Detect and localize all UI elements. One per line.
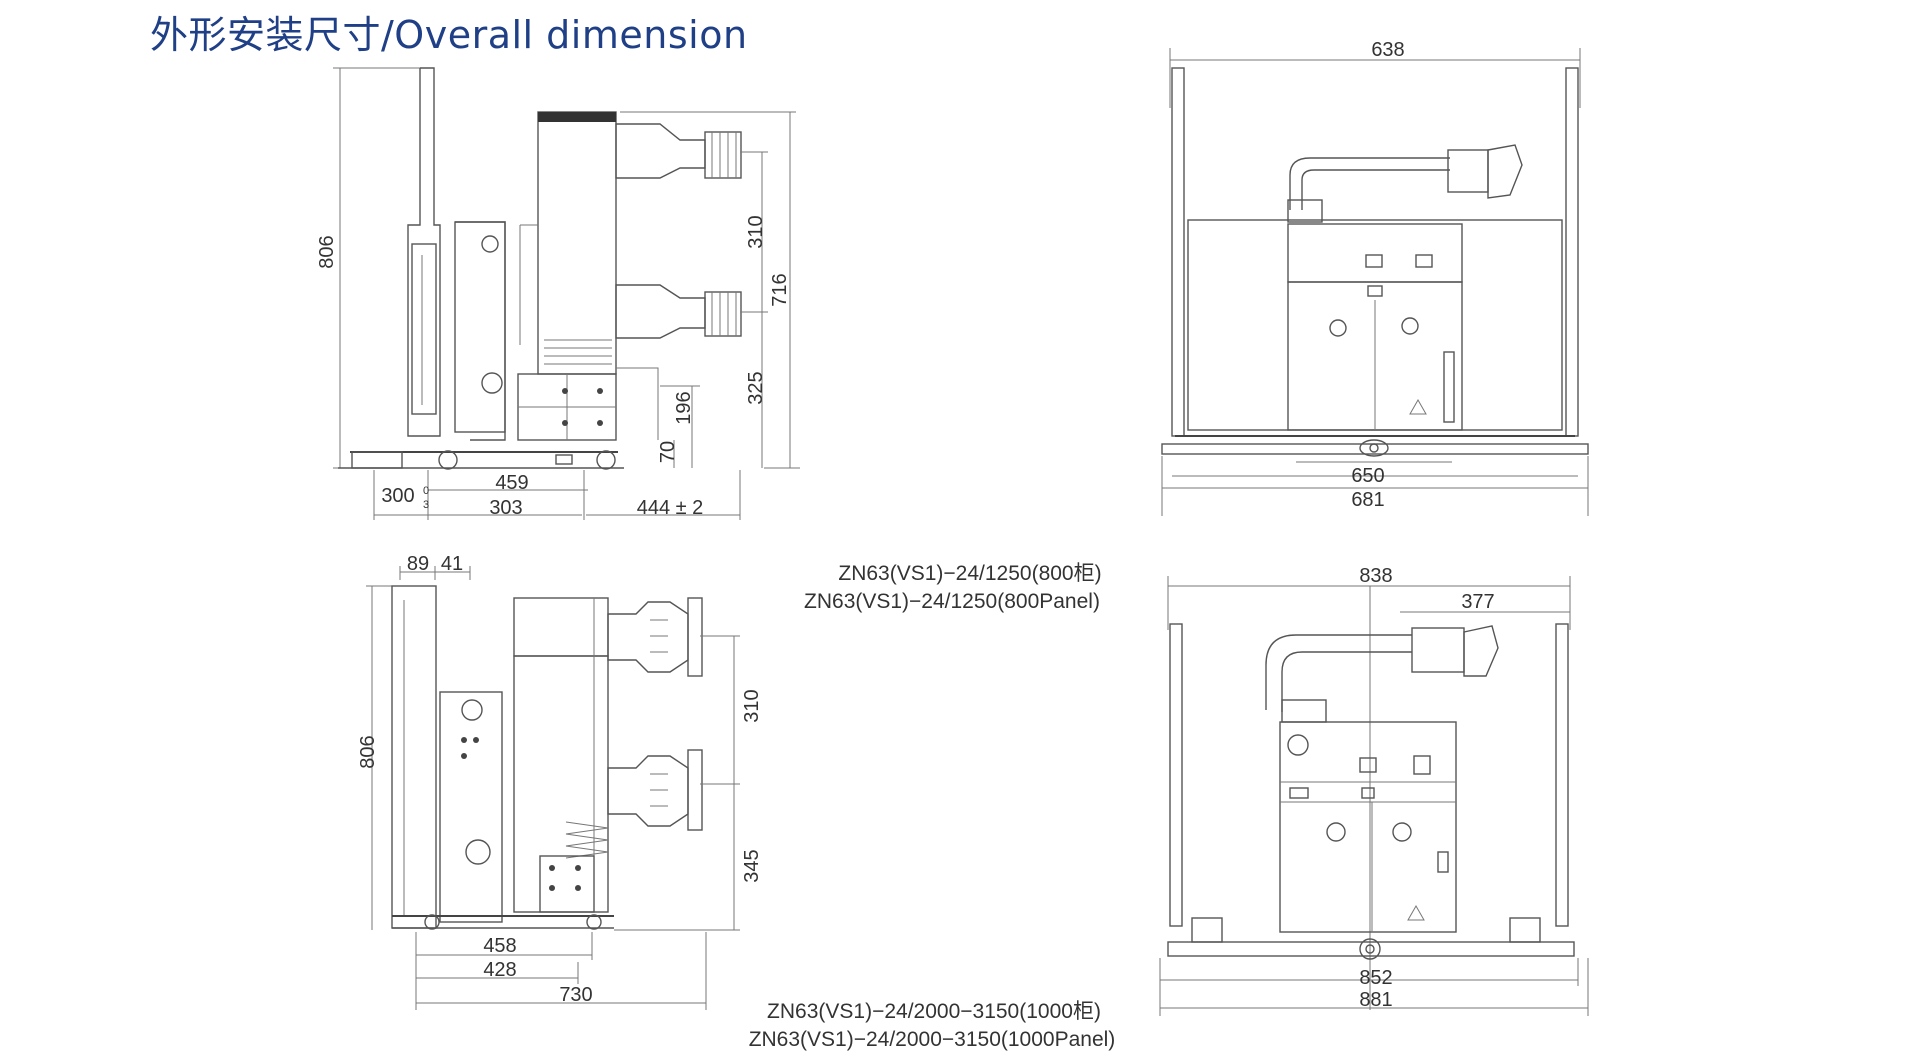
side-view-1000: 89 41 806 310 345 458 428 730 <box>357 553 763 1010</box>
dim-300-tol-upper: 0 <box>423 485 429 497</box>
caption-1000-cn: ZN63(VS1)−24/2000−3150(1000柜) <box>767 1000 1101 1023</box>
dim-459-top-left: 459 <box>495 472 528 494</box>
dim-303-top-left: 303 <box>489 497 522 519</box>
page-title: 外形安装尺寸/Overall dimension <box>150 13 748 57</box>
dim-300-tol-lower: 3 <box>423 499 429 511</box>
front-view-1000: 838 377 852 881 <box>1159 565 1589 1016</box>
caption-800-en: ZN63(VS1)−24/1250(800Panel) <box>804 590 1100 613</box>
dim-681-top-right: 681 <box>1351 489 1384 511</box>
dim-428-bottom-left: 428 <box>483 959 516 981</box>
dim-716-top-left: 716 <box>769 273 791 306</box>
caption-1000-en: ZN63(VS1)−24/2000−3150(1000Panel) <box>749 1028 1116 1051</box>
dim-310-bottom-left: 310 <box>741 689 763 722</box>
dim-70-top-left: 70 <box>657 441 679 463</box>
dim-806-bottom-left: 806 <box>357 735 379 768</box>
dim-310-top-left: 310 <box>745 215 767 248</box>
dim-806-top-left: 806 <box>316 235 338 268</box>
dim-325-top-left: 325 <box>745 371 767 404</box>
dim-41-bottom-left: 41 <box>441 553 463 575</box>
dim-638-top-right: 638 <box>1371 39 1404 61</box>
dim-650-top-right: 650 <box>1351 465 1384 487</box>
dim-730-bottom-left: 730 <box>559 984 592 1006</box>
dim-444-top-left: 444 ± 2 <box>637 497 704 519</box>
dim-838-bottom-right: 838 <box>1359 565 1392 587</box>
caption-800-cn: ZN63(VS1)−24/1250(800柜) <box>838 562 1101 585</box>
dim-89-bottom-left: 89 <box>407 553 429 575</box>
dim-196-top-left: 196 <box>673 391 695 424</box>
dim-458-bottom-left: 458 <box>483 935 516 957</box>
dim-300-top-left: 300 <box>381 485 414 507</box>
side-view-800: 806 310 716 325 196 70 459 300 0 3 303 4… <box>316 67 800 520</box>
front-view-800: 638 650 681 <box>1161 39 1589 516</box>
dim-345-bottom-left: 345 <box>741 849 763 882</box>
dim-881-bottom-right: 881 <box>1359 989 1392 1011</box>
dim-852-bottom-right: 852 <box>1359 967 1392 989</box>
dim-377-bottom-right: 377 <box>1461 591 1494 613</box>
